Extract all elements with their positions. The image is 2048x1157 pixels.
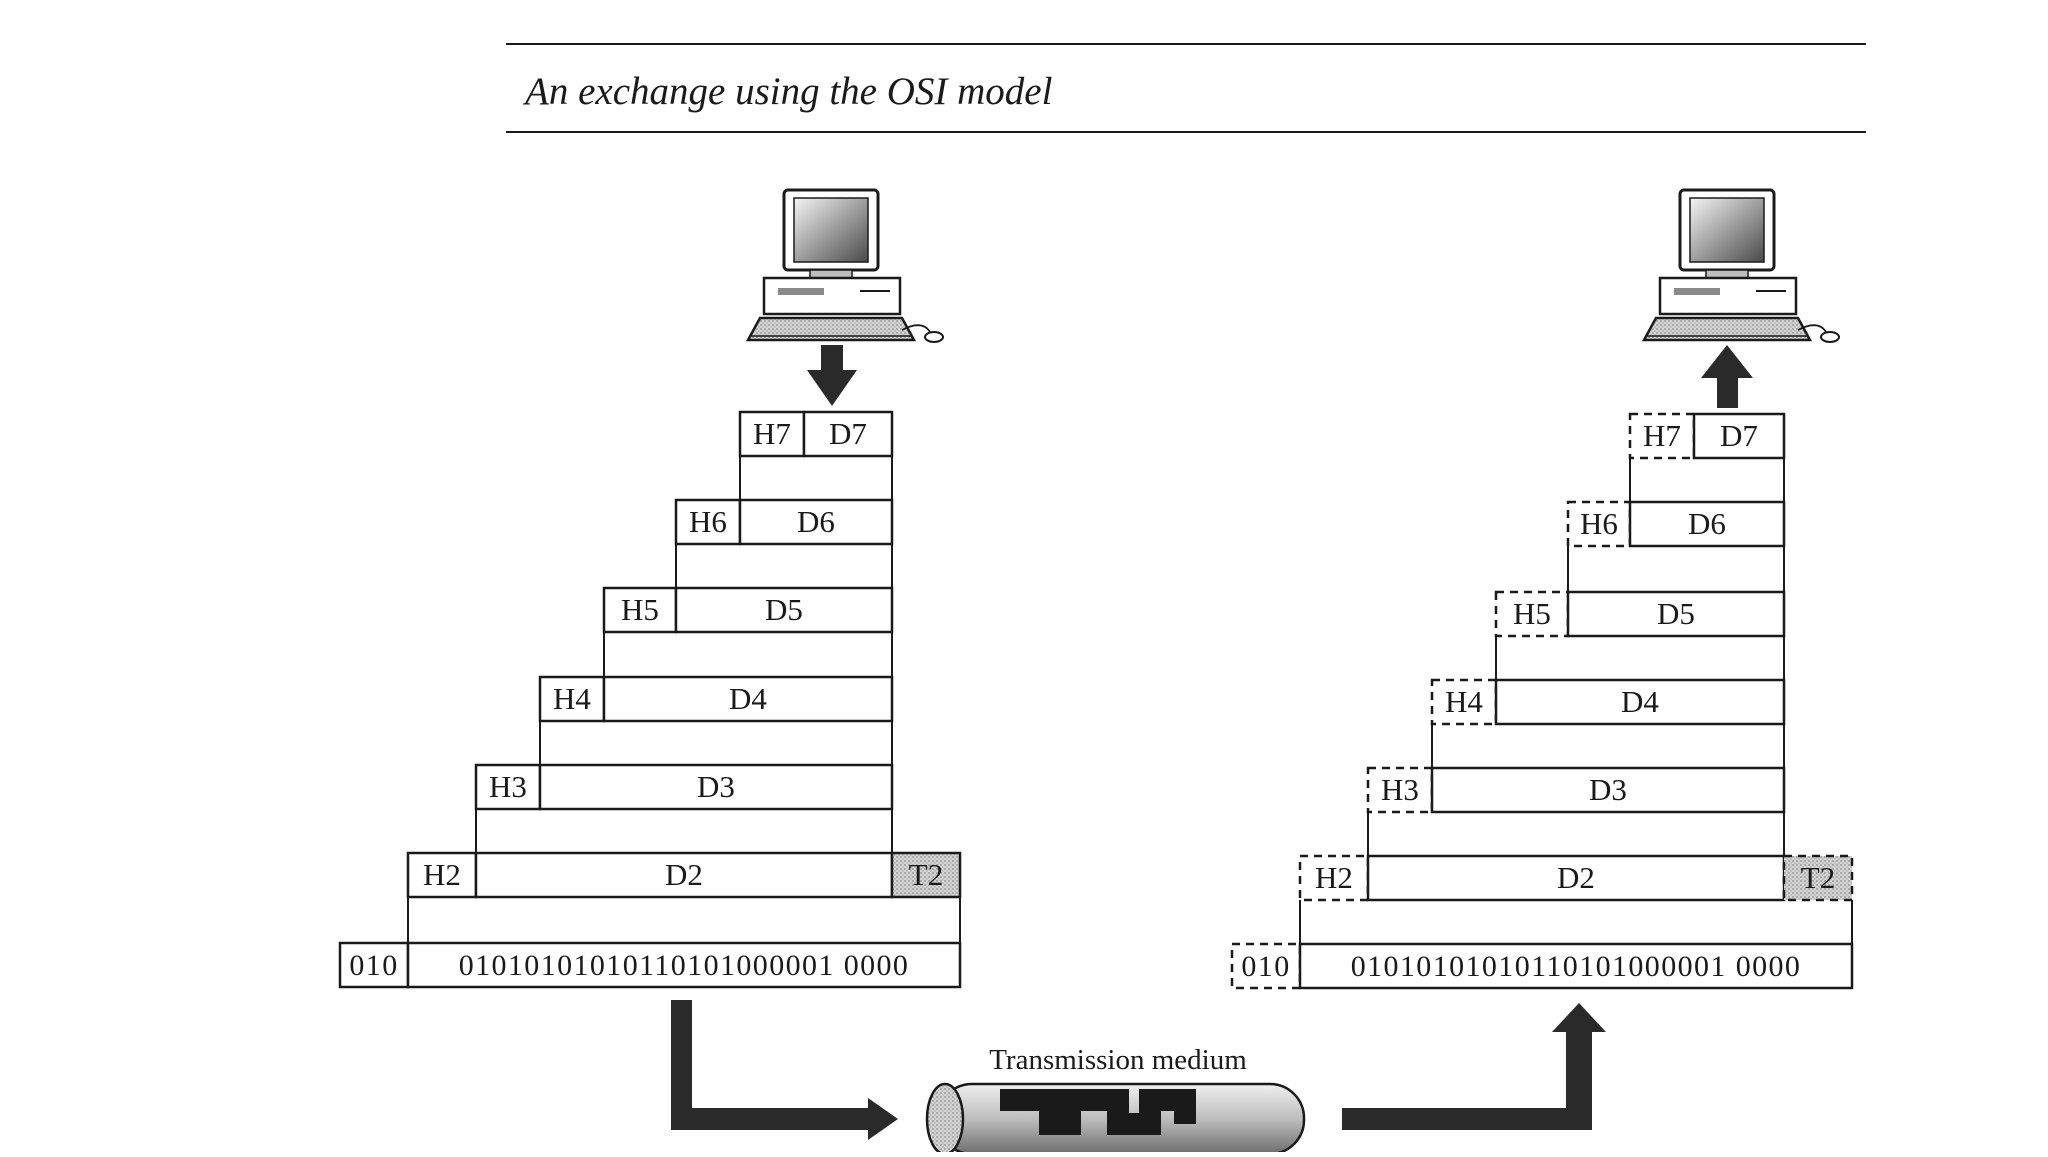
- receiver-preamble-label: 010: [1241, 950, 1290, 983]
- receiver-d7-label: D7: [1720, 418, 1758, 453]
- receiver-t2-label: T2: [1801, 860, 1835, 895]
- sender-h5-cell: [602, 586, 678, 634]
- sender-d5-cell: [674, 586, 894, 634]
- cable-end: [925, 1082, 965, 1156]
- sender-d4-label: D4: [729, 681, 767, 716]
- signal-waveform-icon: [1000, 1089, 1196, 1135]
- receiver-bits-cell: [1298, 942, 1854, 990]
- sender-h3-label: H3: [489, 769, 527, 804]
- sender-d3-cell: [538, 763, 894, 811]
- sender-to-medium-arrow-icon: [671, 1000, 898, 1140]
- sender-stack: H7 D7 H6 D6 H5 D5 H4 D4 H3 D3: [338, 188, 962, 1140]
- receiver-stack: 010 01010101010110101000001 0000 H2 D2 T…: [1230, 188, 1854, 1130]
- sender-d2-label: D2: [665, 857, 703, 892]
- receiver-d6-label: D6: [1688, 506, 1726, 541]
- sender-d7-cell: [802, 410, 894, 458]
- receiver-h5-label: H5: [1513, 596, 1551, 631]
- up-arrow-icon: [1701, 345, 1753, 408]
- sender-h4-label: H4: [553, 681, 591, 716]
- sender-d6-cell: [738, 498, 894, 546]
- receiver-d3-cell: [1430, 766, 1786, 814]
- sender-h5-label: H5: [621, 592, 659, 627]
- receiver-d5-label: D5: [1657, 596, 1695, 631]
- medium-to-receiver-arrow-icon: [1342, 1003, 1606, 1130]
- sender-h6-cell: [674, 498, 742, 546]
- sender-d7-label: D7: [829, 416, 867, 451]
- sender-bits-label: 01010101010110101000001 0000: [459, 949, 910, 982]
- receiver-d4-cell: [1494, 678, 1786, 726]
- receiver-d5-cell: [1566, 590, 1786, 638]
- receiver-h6-label: H6: [1580, 506, 1618, 541]
- sender-h6-label: H6: [689, 504, 727, 539]
- receiver-bits-label: 01010101010110101000001 0000: [1351, 950, 1802, 983]
- receiver-d6-cell: [1628, 500, 1786, 548]
- receiver-h4-label: H4: [1445, 684, 1483, 719]
- receiver-d3-label: D3: [1589, 772, 1627, 807]
- receiver-h7-label: H7: [1643, 418, 1681, 453]
- receiver-h6-cell: [1566, 500, 1632, 548]
- sender-t2-cell: [890, 851, 962, 899]
- page-title: An exchange using the OSI model: [522, 70, 1052, 113]
- sender-d4-cell: [602, 675, 894, 723]
- receiver-h3-label: H3: [1381, 772, 1419, 807]
- receiver-d4-label: D4: [1621, 684, 1659, 719]
- receiver-t2-cell: [1782, 854, 1854, 902]
- sender-h7-label: H7: [753, 416, 791, 451]
- sender-t2-label: T2: [909, 857, 943, 892]
- medium-label: Transmission medium: [989, 1044, 1247, 1076]
- receiver-d2-label: D2: [1557, 860, 1595, 895]
- receiver-h5-cell: [1494, 590, 1570, 638]
- sender-preamble-label: 010: [349, 949, 398, 982]
- sender-d3-label: D3: [697, 769, 735, 804]
- sender-h2-label: H2: [423, 857, 461, 892]
- receiver-preamble-cell: [1230, 942, 1302, 990]
- sender-d5-label: D5: [765, 592, 803, 627]
- transmission-medium: Transmission medium: [925, 1044, 1306, 1156]
- receiver-h2-label: H2: [1315, 860, 1353, 895]
- sender-computer-icon: [745, 188, 944, 343]
- receiver-d7-cell: [1692, 412, 1786, 460]
- down-arrow-icon: [807, 345, 857, 406]
- sender-bits-cell: [406, 941, 962, 989]
- sender-d6-label: D6: [797, 504, 835, 539]
- sender-preamble-cell: [338, 941, 410, 989]
- receiver-computer-icon: [1641, 188, 1840, 343]
